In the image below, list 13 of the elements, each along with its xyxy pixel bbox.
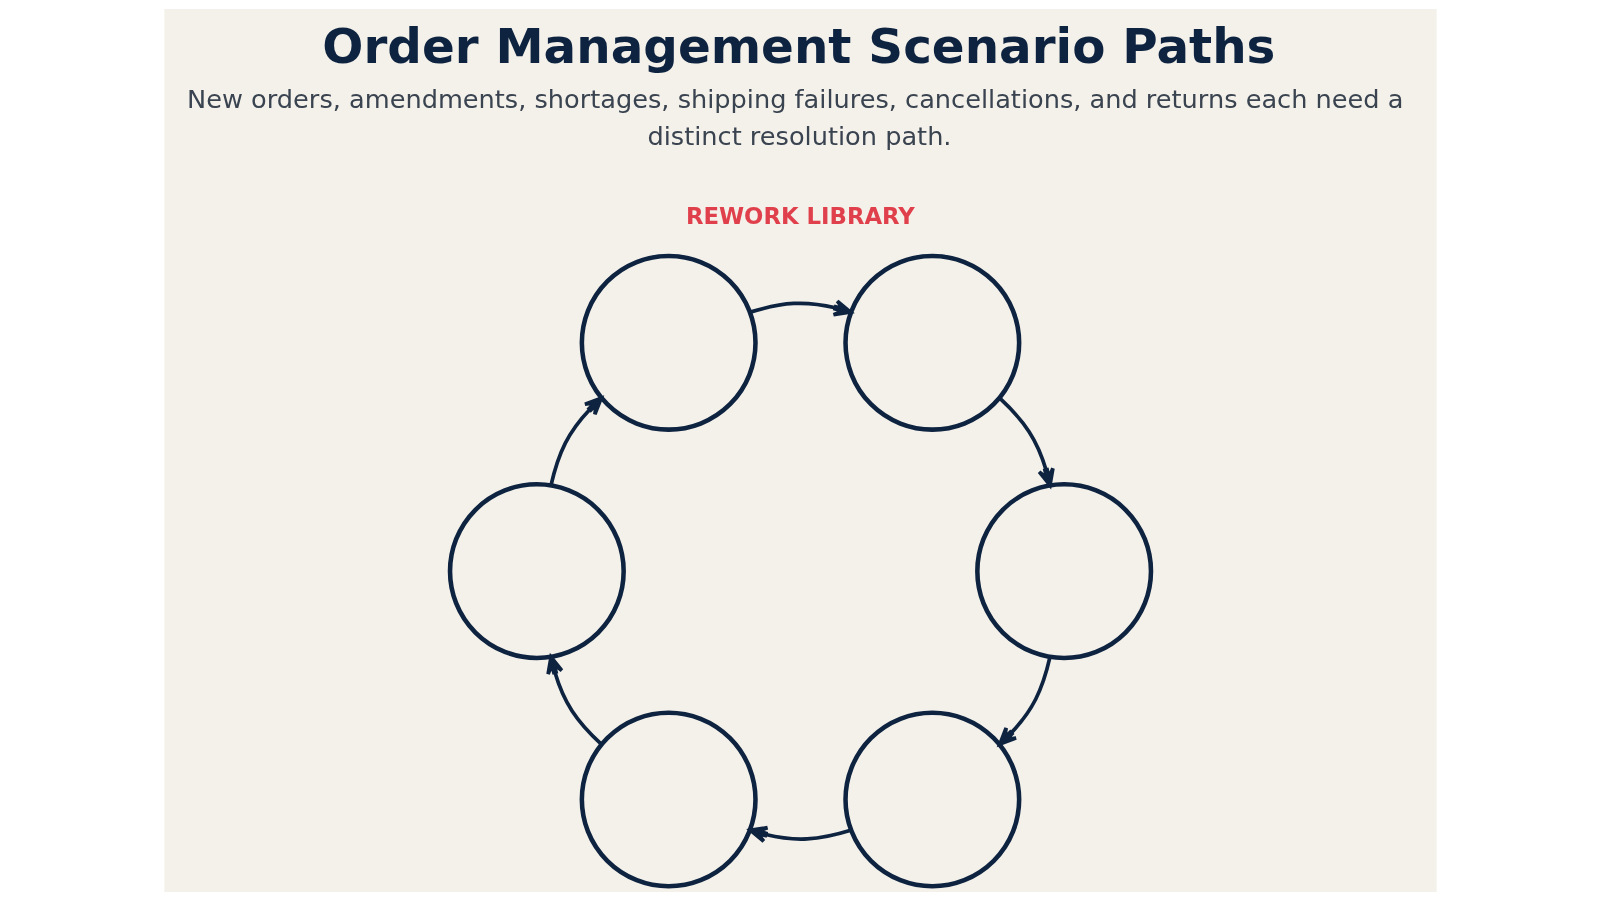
caption: New orders, amendments, shortages, shipping failures, cancellations, and returns each need a distinct resolution path. xyxy=(186,83,1403,151)
arrow xyxy=(997,656,1052,746)
node-circle xyxy=(842,253,1021,432)
node-circle xyxy=(447,481,626,660)
diagram-title: Order Management Scenario Paths xyxy=(321,17,1275,74)
arrow xyxy=(997,396,1055,487)
arrow xyxy=(545,654,603,745)
arrow xyxy=(748,825,851,843)
node-circle xyxy=(974,481,1153,660)
label: REWORK LIBRARY xyxy=(685,202,915,229)
arrow xyxy=(548,395,603,486)
node-circle xyxy=(579,709,758,889)
arrow xyxy=(749,298,852,316)
